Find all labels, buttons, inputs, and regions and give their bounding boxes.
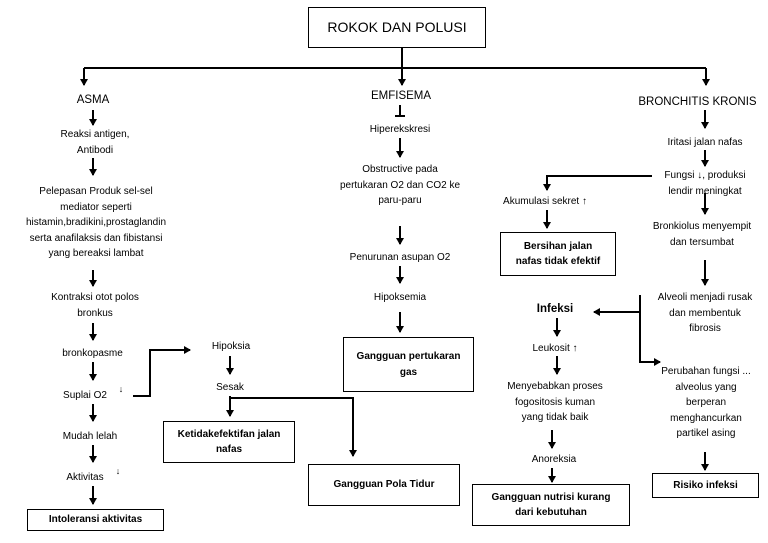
asma-header: ASMA [76, 94, 110, 106]
emfisema-outcome-box: Gangguan pertukaran gas [343, 337, 474, 392]
bronchitis-step-1: Iritasi jalan nafas [667, 137, 743, 148]
bronchitis-outcome-box: Risiko infeksi [652, 473, 759, 498]
asma-step-6: Mudah lelah [62, 431, 118, 442]
emfisema-step-4: Hipoksemia [373, 292, 427, 303]
hipoksia-label: Hipoksia [211, 341, 251, 352]
bronchitis-header: BRONCHITIS KRONIS [638, 96, 757, 108]
asma-step-4: bronkopasme [62, 348, 123, 359]
gangguan-nutrisi-box: Gangguan nutrisi kurang dari kebutuhan [472, 484, 630, 526]
asma-decrease-mark-1: ↓ [118, 384, 124, 394]
bronchitis-step-4: Alveoli menjadi rusak dan membentuk fibr… [657, 292, 753, 334]
infeksi-step-2: Menyebabkan proses fogositosis kuman yan… [507, 381, 603, 423]
infeksi-header: Infeksi [536, 303, 574, 315]
ketidakefektifan-box: Ketidakefektifan jalan nafas [163, 421, 295, 463]
emfisema-step-2: Obstructive pada pertukaran O2 dan CO2 k… [339, 164, 461, 206]
sesak-label: Sesak [216, 382, 244, 393]
bronchitis-step-5: Perubahan fungsi ... alveolus yang berpe… [661, 366, 751, 439]
asma-decrease-mark-2: ↓ [115, 466, 121, 476]
asma-step-2: Pelepasan Produk sel-sel mediator sepert… [25, 186, 167, 259]
gangguan-pola-tidur-box: Gangguan Pola Tidur [308, 464, 460, 506]
bronchitis-step-2: Fungsi ↓, produksi lendir meningkat [664, 170, 746, 197]
emfisema-step-1: Hiperekskresi [369, 124, 431, 135]
akumulasi-sekret-label: Akumulasi sekret ↑ [503, 196, 587, 207]
asma-outcome-box: Intoleransi aktivitas [27, 509, 164, 531]
bronchitis-step-3: Bronkiolus menyempit dan tersumbat [652, 221, 752, 248]
infeksi-step-1: Leukosit ↑ [532, 343, 578, 354]
asma-step-5: Suplai O2 [63, 390, 107, 401]
asma-step-7: Aktivitas [66, 472, 104, 483]
diagram-title: ROKOK DAN POLUSI [308, 7, 486, 48]
asma-step-3: Kontraksi otot polos bronkus [51, 292, 139, 319]
infeksi-step-3: Anoreksia [531, 454, 577, 465]
bersihan-jalan-nafas-box: Bersihan jalan nafas tidak efektif [500, 232, 616, 276]
emfisema-step-3: Penurunan asupan O2 [349, 252, 451, 263]
emfisema-header: EMFISEMA [370, 90, 432, 102]
asma-step-1: Reaksi antigen, Antibodi [60, 129, 130, 156]
